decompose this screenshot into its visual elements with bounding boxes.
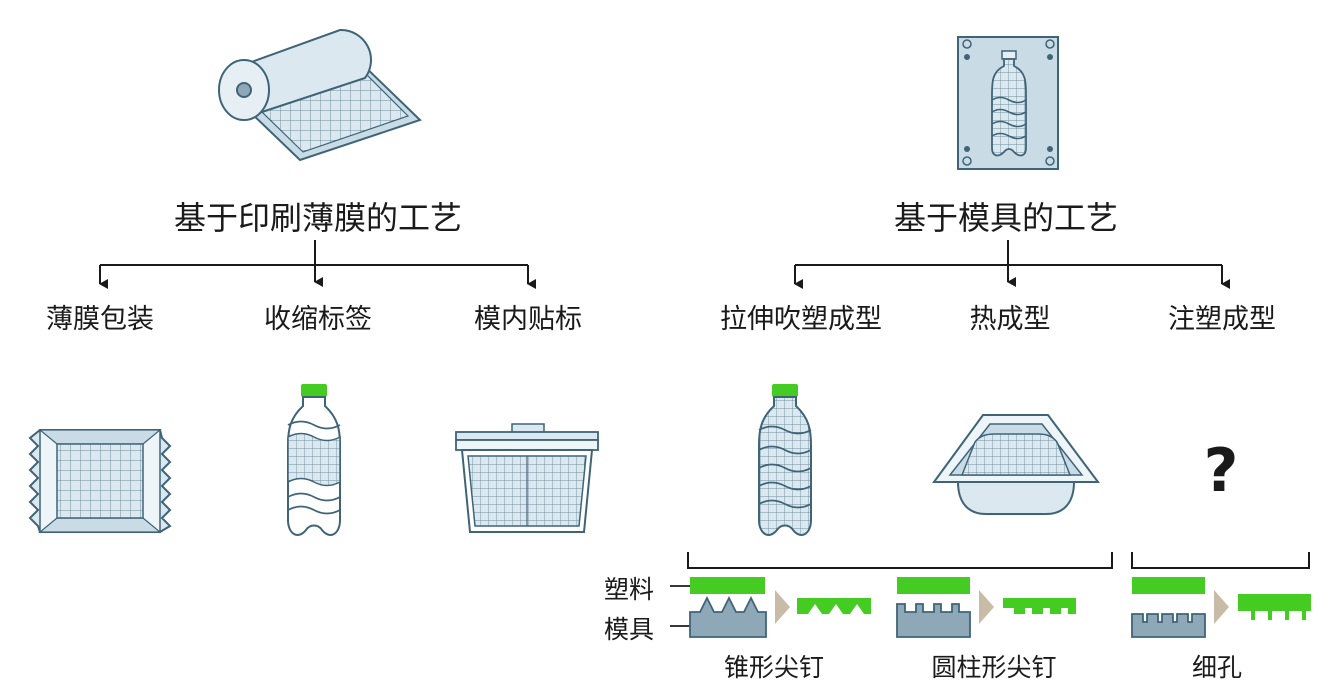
category-film-packaging: 薄膜包装 <box>46 304 154 335</box>
in-mold-label-tub-icon <box>455 423 599 533</box>
texture-fine-hole-label: 细孔 <box>1191 653 1243 682</box>
thermoformed-tray-icon <box>932 414 1100 515</box>
shrink-label-bottle-icon <box>287 384 341 536</box>
cylinder-spike-texture-diagram <box>896 577 1076 638</box>
right-tree-connector <box>794 240 1230 289</box>
injection-texture-bracket <box>1131 552 1310 569</box>
category-shrink-label: 收缩标签 <box>264 304 372 335</box>
texture-cone-spike-label: 锥形尖钉 <box>723 653 825 682</box>
category-injection-molding: 注塑成型 <box>1168 304 1276 335</box>
film-pouch-icon <box>28 429 172 533</box>
category-in-mold-label: 模内贴标 <box>474 304 582 335</box>
blow-molded-bottle-icon <box>758 384 812 536</box>
category-thermoforming: 热成型 <box>969 304 1051 335</box>
fine-hole-texture-diagram <box>1131 577 1311 638</box>
unknown-question-mark: ? <box>1203 436 1239 506</box>
mold-texture-bracket <box>687 552 1113 569</box>
category-stretch-blow-molding: 拉伸吹塑成型 <box>720 304 882 335</box>
left-process-title: 基于印刷薄膜的工艺 <box>173 199 463 237</box>
legend-mold-label: 模具 <box>604 615 655 644</box>
bottle-mold-icon <box>957 36 1059 170</box>
cone-spike-texture-diagram <box>689 577 871 638</box>
texture-cylinder-spike-label: 圆柱形尖钉 <box>931 653 1057 682</box>
film-roll-icon <box>218 28 422 162</box>
left-tree-connector <box>99 240 536 289</box>
right-process-title: 基于模具的工艺 <box>893 199 1119 237</box>
legend-plastic-label: 塑料 <box>604 575 655 604</box>
